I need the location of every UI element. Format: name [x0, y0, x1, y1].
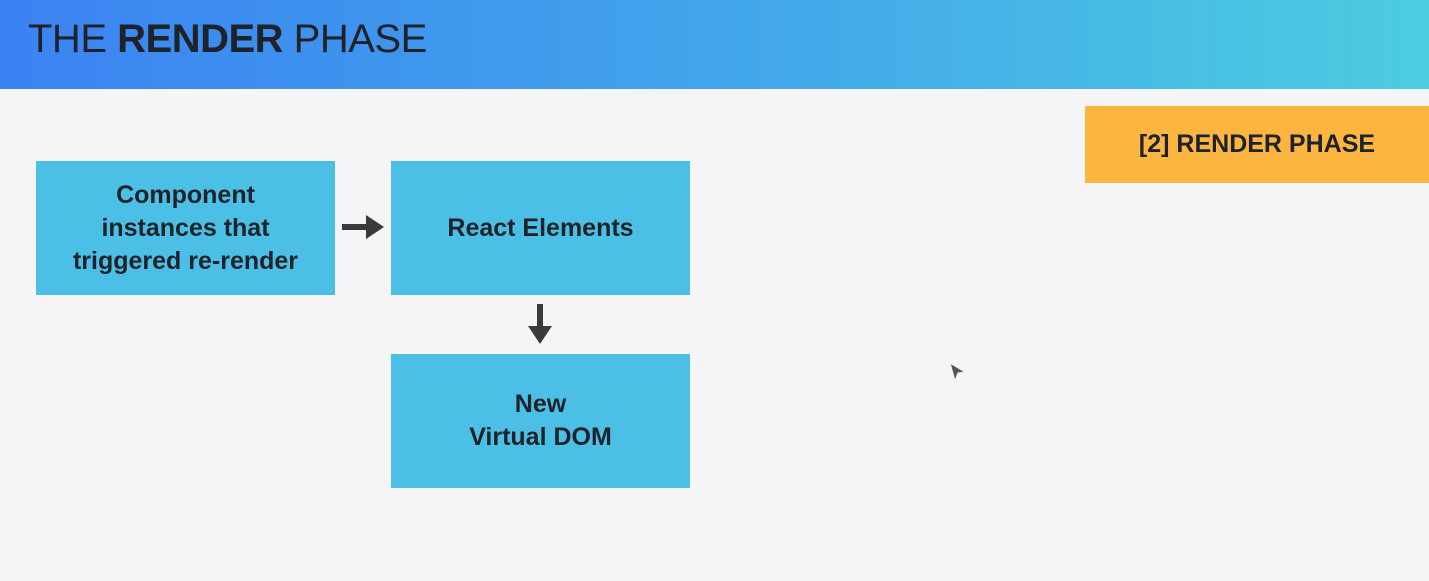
node-new-virtual-dom-label: New Virtual DOM — [469, 390, 612, 451]
title-part-the: THE — [28, 17, 118, 61]
node-component-instances: Component instances that triggered re-re… — [36, 161, 335, 295]
title-part-phase: PHASE — [283, 17, 428, 61]
arrow-down-icon — [528, 304, 552, 344]
node-react-elements: React Elements — [391, 161, 690, 295]
title-part-render: RENDER — [117, 17, 284, 61]
render-phase-tag-label: [2] RENDER PHASE — [1138, 130, 1376, 158]
header-banner: THE RENDER PHASE — [0, 0, 1429, 89]
page-title: THE RENDER PHASE — [28, 16, 427, 62]
render-phase-tag: [2] RENDER PHASE — [1085, 106, 1429, 183]
node-react-elements-label: React Elements — [447, 213, 634, 242]
mouse-pointer-icon — [949, 361, 967, 383]
arrow-right-icon — [342, 215, 384, 239]
node-component-instances-label: Component instances that triggered re-re… — [72, 180, 299, 275]
node-new-virtual-dom: New Virtual DOM — [391, 354, 690, 488]
